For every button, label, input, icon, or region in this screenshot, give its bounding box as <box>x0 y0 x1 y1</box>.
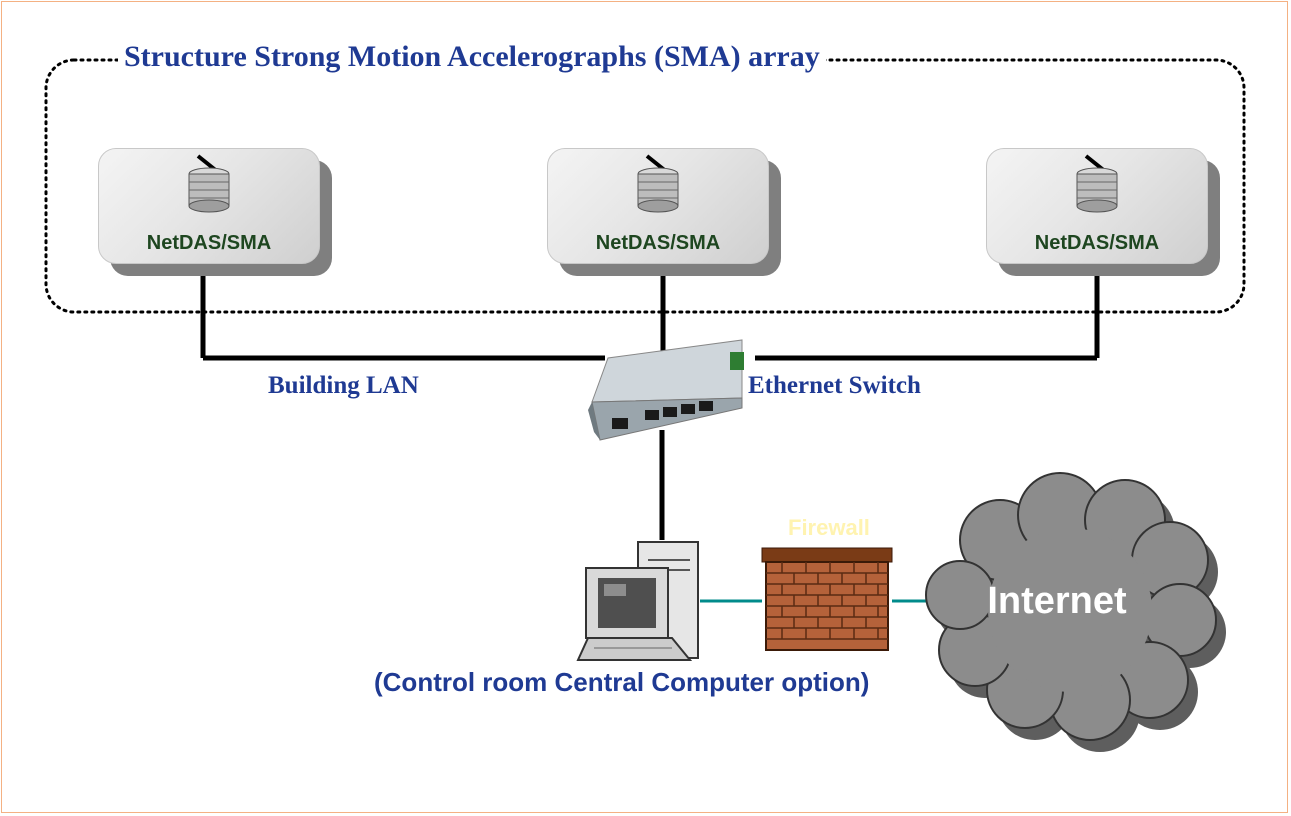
sma-array-boundary <box>44 58 1246 314</box>
building-lan-label: Building LAN <box>268 372 419 399</box>
control-room-computer-label: (Control room Central Computer option) <box>374 667 870 697</box>
ethernet-switch-icon <box>588 339 744 441</box>
internet-label: Internet <box>987 580 1127 622</box>
diagram-title: Structure Strong Motion Accelerographs (… <box>118 40 826 80</box>
node-label: NetDAS/SMA <box>146 232 272 254</box>
firewall-label: Firewall <box>788 515 870 540</box>
node-label: NetDAS/SMA <box>595 232 721 254</box>
computer-icon <box>576 541 699 661</box>
netdas-sma-node-1: NetDAS/SMA <box>98 148 332 276</box>
internet-cloud-icon <box>925 472 1226 752</box>
disk-stack-icon <box>637 154 679 213</box>
building-lan-lines <box>200 272 1100 540</box>
node-label: NetDAS/SMA <box>1034 232 1160 254</box>
disk-stack-icon <box>1076 154 1118 213</box>
disk-stack-icon <box>188 154 230 213</box>
netdas-sma-node-3: NetDAS/SMA <box>986 148 1220 276</box>
firewall-icon <box>761 547 893 651</box>
netdas-sma-node-2: NetDAS/SMA <box>547 148 781 276</box>
ethernet-switch-label: Ethernet Switch <box>748 372 921 399</box>
